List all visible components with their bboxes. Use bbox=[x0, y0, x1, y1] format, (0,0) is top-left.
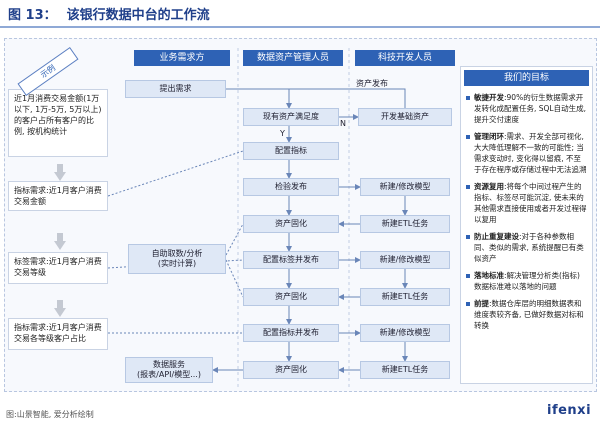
brand-logo: ifenxi bbox=[547, 403, 592, 418]
lane-header-tech-dev: 科技开发人员 bbox=[355, 50, 455, 66]
step-asset-solidify-2: 资产固化 bbox=[243, 288, 339, 306]
goal-item: 敏捷开发:90%的衍生数据需求开发转化成配置任务, SQL自动生成, 提升交付速… bbox=[466, 92, 587, 125]
requirement-example-box: 近1月消费交易金额(1万以下, 1万-5万, 5万以上)的客户占所有客户的比例,… bbox=[8, 89, 108, 157]
goal-item: 资源复用:将每个中间过程产生的指标、标签尽可能沉淀, 使未来的其他需求直接使用或… bbox=[466, 181, 587, 225]
down-arrow-3 bbox=[54, 300, 66, 317]
goal-item: 管理闭环:需求、开发全部可视化, 大大降低理解不一致的可能性; 当需求变动时, … bbox=[466, 131, 587, 175]
title-rule bbox=[0, 26, 600, 28]
lane-header-business: 业务需求方 bbox=[134, 50, 230, 66]
step-configure-tag-publish: 配置标签并发布 bbox=[243, 251, 339, 269]
step-validate-publish: 检验发布 bbox=[243, 178, 339, 196]
goal-item: 防止重复建设:对于各种参数相同、类似的需求, 系统提醒已有类似资产 bbox=[466, 231, 587, 264]
step-asset-solidify-3: 资产固化 bbox=[243, 361, 339, 379]
step-self-service-analysis: 自助取数/分析 (实时计算) bbox=[128, 244, 226, 274]
step-configure-metric: 配置指标 bbox=[243, 142, 339, 160]
goal-item: 落地标准:解决管理分析类(指标)数据标准难以落地的问题 bbox=[466, 270, 587, 292]
figure-title-text: 该银行数据中台的工作流 bbox=[66, 8, 210, 23]
example-tag-label: 示例 bbox=[17, 47, 79, 96]
step-build-model-1: 新建/修改模型 bbox=[360, 178, 450, 196]
lane-header-data-asset: 数据资产管理人员 bbox=[243, 50, 343, 66]
step-build-model-2: 新建/修改模型 bbox=[360, 251, 450, 269]
step-build-model-3: 新建/修改模型 bbox=[360, 324, 450, 342]
step-develop-base-assets: 开发基础资产 bbox=[358, 108, 452, 126]
requirement-metric-amount: 指标需求:近1月客户消费交易金额 bbox=[8, 181, 108, 211]
requirement-tag-level: 标签需求:近1月客户消费交易等级 bbox=[8, 252, 108, 284]
down-arrow-1 bbox=[54, 164, 66, 181]
step-new-etl-task-1: 新建ETL任务 bbox=[360, 215, 450, 233]
example-tag: 示例 bbox=[17, 47, 79, 96]
figure-number: 图 13： bbox=[8, 8, 57, 23]
label-asset-publish: 资产发布 bbox=[356, 79, 388, 88]
step-raise-requirement: 提出需求 bbox=[125, 80, 226, 98]
down-arrow-2 bbox=[54, 233, 66, 250]
figure-title: 图 13： 该银行数据中台的工作流 bbox=[8, 4, 210, 23]
label-yes: Y bbox=[280, 129, 285, 138]
step-asset-solidify-1: 资产固化 bbox=[243, 215, 339, 233]
goals-title: 我们的目标 bbox=[464, 70, 589, 86]
step-configure-metric-publish: 配置指标并发布 bbox=[243, 324, 339, 342]
step-data-service: 数据服务 (报表/API/模型...) bbox=[125, 357, 213, 383]
step-new-etl-task-2: 新建ETL任务 bbox=[360, 288, 450, 306]
goal-item: 前提:数据仓库层的明细数据表和维度表较齐备, 已做好数据对标和转换 bbox=[466, 298, 587, 331]
goals-panel: 我们的目标 敏捷开发:90%的衍生数据需求开发转化成配置任务, SQL自动生成,… bbox=[460, 66, 593, 384]
label-no: N bbox=[340, 119, 346, 128]
step-new-etl-task-3: 新建ETL任务 bbox=[360, 361, 450, 379]
source-note: 图:山景智能, 爱分析绘制 bbox=[6, 410, 94, 419]
step-asset-sufficiency: 现有资产满足度 bbox=[243, 108, 339, 126]
requirement-metric-ratio: 指标需求:近1月客户消费交易各等级客户占比 bbox=[8, 318, 108, 350]
